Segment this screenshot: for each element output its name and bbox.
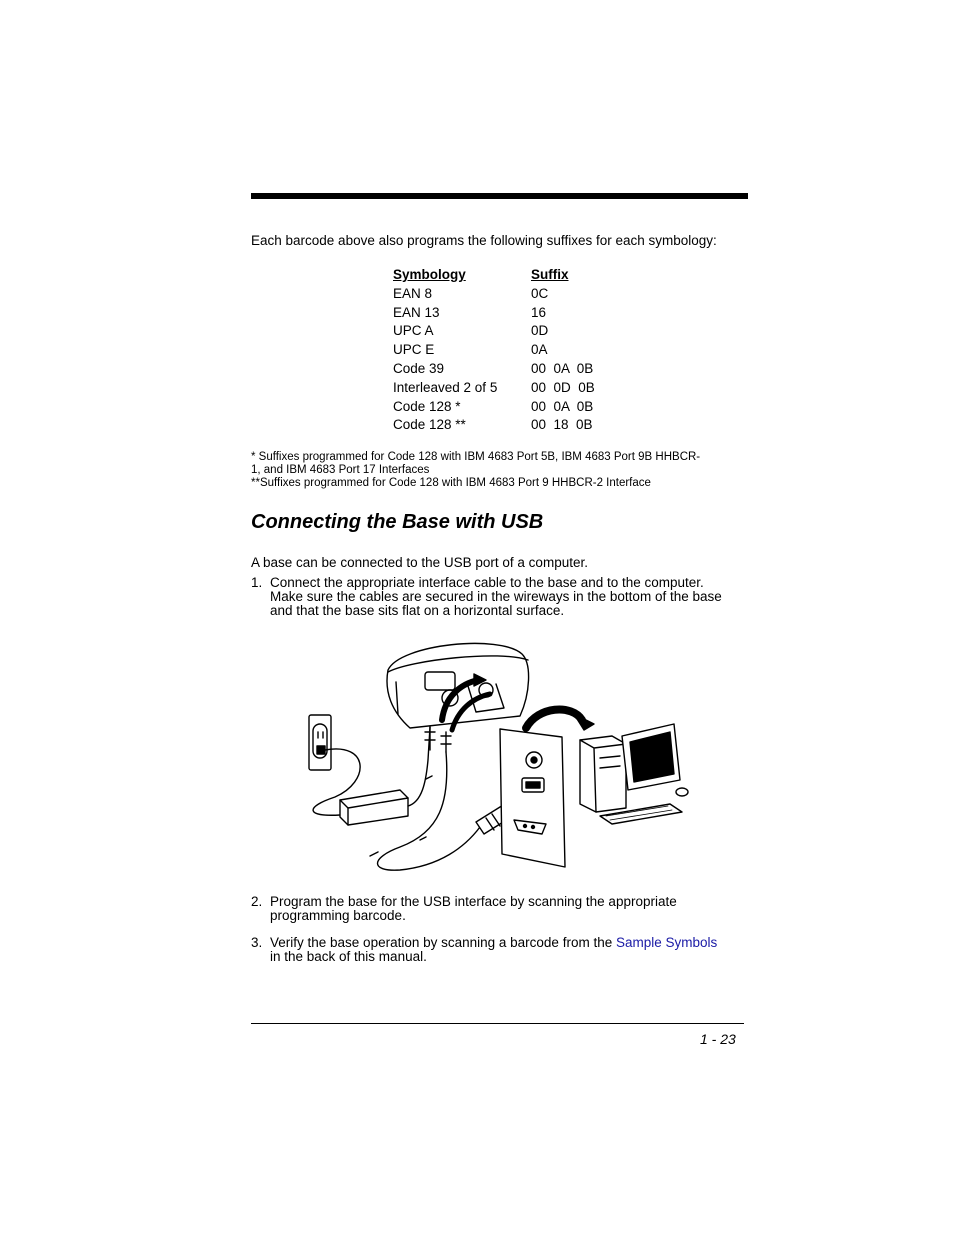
suffix-cell: 16 (531, 304, 547, 320)
step-number: 1. (251, 575, 263, 590)
wall-outlet-icon (308, 714, 332, 771)
section-intro: A base can be connected to the USB port … (251, 555, 588, 570)
step-line: Program the base for the USB interface b… (270, 894, 677, 909)
step-1: 1. Connect the appropriate interface cab… (251, 576, 746, 618)
header-rule (251, 193, 748, 199)
symbology-cell: Code 39 (393, 360, 445, 376)
power-supply-icon (339, 789, 409, 826)
table-row: EAN 8 0C (393, 286, 595, 305)
intro-paragraph: Each barcode above also programs the fol… (251, 233, 717, 248)
step-line: Connect the appropriate interface cable … (270, 575, 704, 590)
symbology-cell: Code 128 * (393, 398, 461, 414)
step-number: 2. (251, 894, 263, 909)
usb-connection-illustration (308, 642, 689, 871)
footnote-double-star: **Suffixes programmed for Code 128 with … (251, 477, 651, 489)
symbology-cell: UPC A (393, 323, 434, 339)
section-heading: Connecting the Base with USB (251, 511, 544, 533)
suffix-cell: 0C (531, 285, 549, 301)
step-text: Program the base for the USB interface b… (270, 895, 746, 923)
suffix-cell: 00 0A 0B (531, 398, 594, 414)
symbology-cell: EAN 8 (393, 285, 433, 301)
suffix-cell: 0A (531, 342, 548, 358)
suffix-cell: 00 18 0B (531, 417, 593, 433)
step-text: Verify the base operation by scanning a … (270, 936, 746, 964)
step-number: 3. (251, 935, 263, 950)
suffix-cell: 00 0A 0B (531, 360, 594, 376)
step-text: Connect the appropriate interface cable … (270, 576, 746, 618)
step-line: programming barcode. (270, 908, 406, 923)
step-line: in the back of this manual. (270, 949, 427, 964)
table-row: Code 39 00 0A 0B (393, 361, 595, 380)
symbology-cell: UPC E (393, 342, 435, 358)
step-line: Make sure the cables are secured in the … (270, 589, 722, 604)
column-header-symbology: Symbology (393, 267, 466, 282)
table-header-row: Symbology Suffix (393, 267, 595, 286)
suffix-cell: 00 0D 0B (531, 379, 595, 395)
table-row: UPC A 0D (393, 323, 595, 342)
table-row: Interleaved 2 of 5 00 0D 0B (393, 380, 595, 399)
step-2: 2. Program the base for the USB interfac… (251, 895, 746, 923)
sample-symbols-link[interactable]: Sample Symbols (615, 935, 718, 950)
symbology-cell: EAN 13 (393, 304, 440, 320)
symbology-cell: Interleaved 2 of 5 (393, 379, 498, 395)
footnote-single-star-line1: * Suffixes programmed for Code 128 with … (251, 451, 701, 463)
step-line: Verify the base operation by scanning a … (270, 936, 746, 950)
table-row: Code 128 * 00 0A 0B (393, 399, 595, 418)
footnote-single-star-line2: 1, and IBM 4683 Port 17 Interfaces (251, 464, 430, 476)
symbology-cell: Code 128 ** (393, 417, 466, 433)
base-icon (386, 642, 530, 729)
table-row: UPC E 0A (393, 342, 595, 361)
column-header-suffix: Suffix (531, 267, 569, 282)
footer-rule (251, 1023, 744, 1024)
table-row: Code 128 ** 00 18 0B (393, 417, 595, 436)
table-row: EAN 13 16 (393, 305, 595, 324)
computer-back-panel-icon (499, 728, 566, 868)
step-3: 3. Verify the base operation by scanning… (251, 936, 746, 964)
desktop-computer-icon (579, 723, 689, 825)
suffix-table: Symbology Suffix EAN 8 0C EAN 13 16 UPC A 0… (393, 267, 595, 436)
page-number: 1 - 23 (700, 1031, 736, 1047)
step-text-before-link: Verify the base operation by scanning a … (270, 935, 616, 950)
footnotes: * Suffixes programmed for Code 128 with … (251, 451, 746, 490)
suffix-cell: 0D (531, 323, 549, 339)
step-line: and that the base sits flat on a horizon… (270, 603, 565, 618)
